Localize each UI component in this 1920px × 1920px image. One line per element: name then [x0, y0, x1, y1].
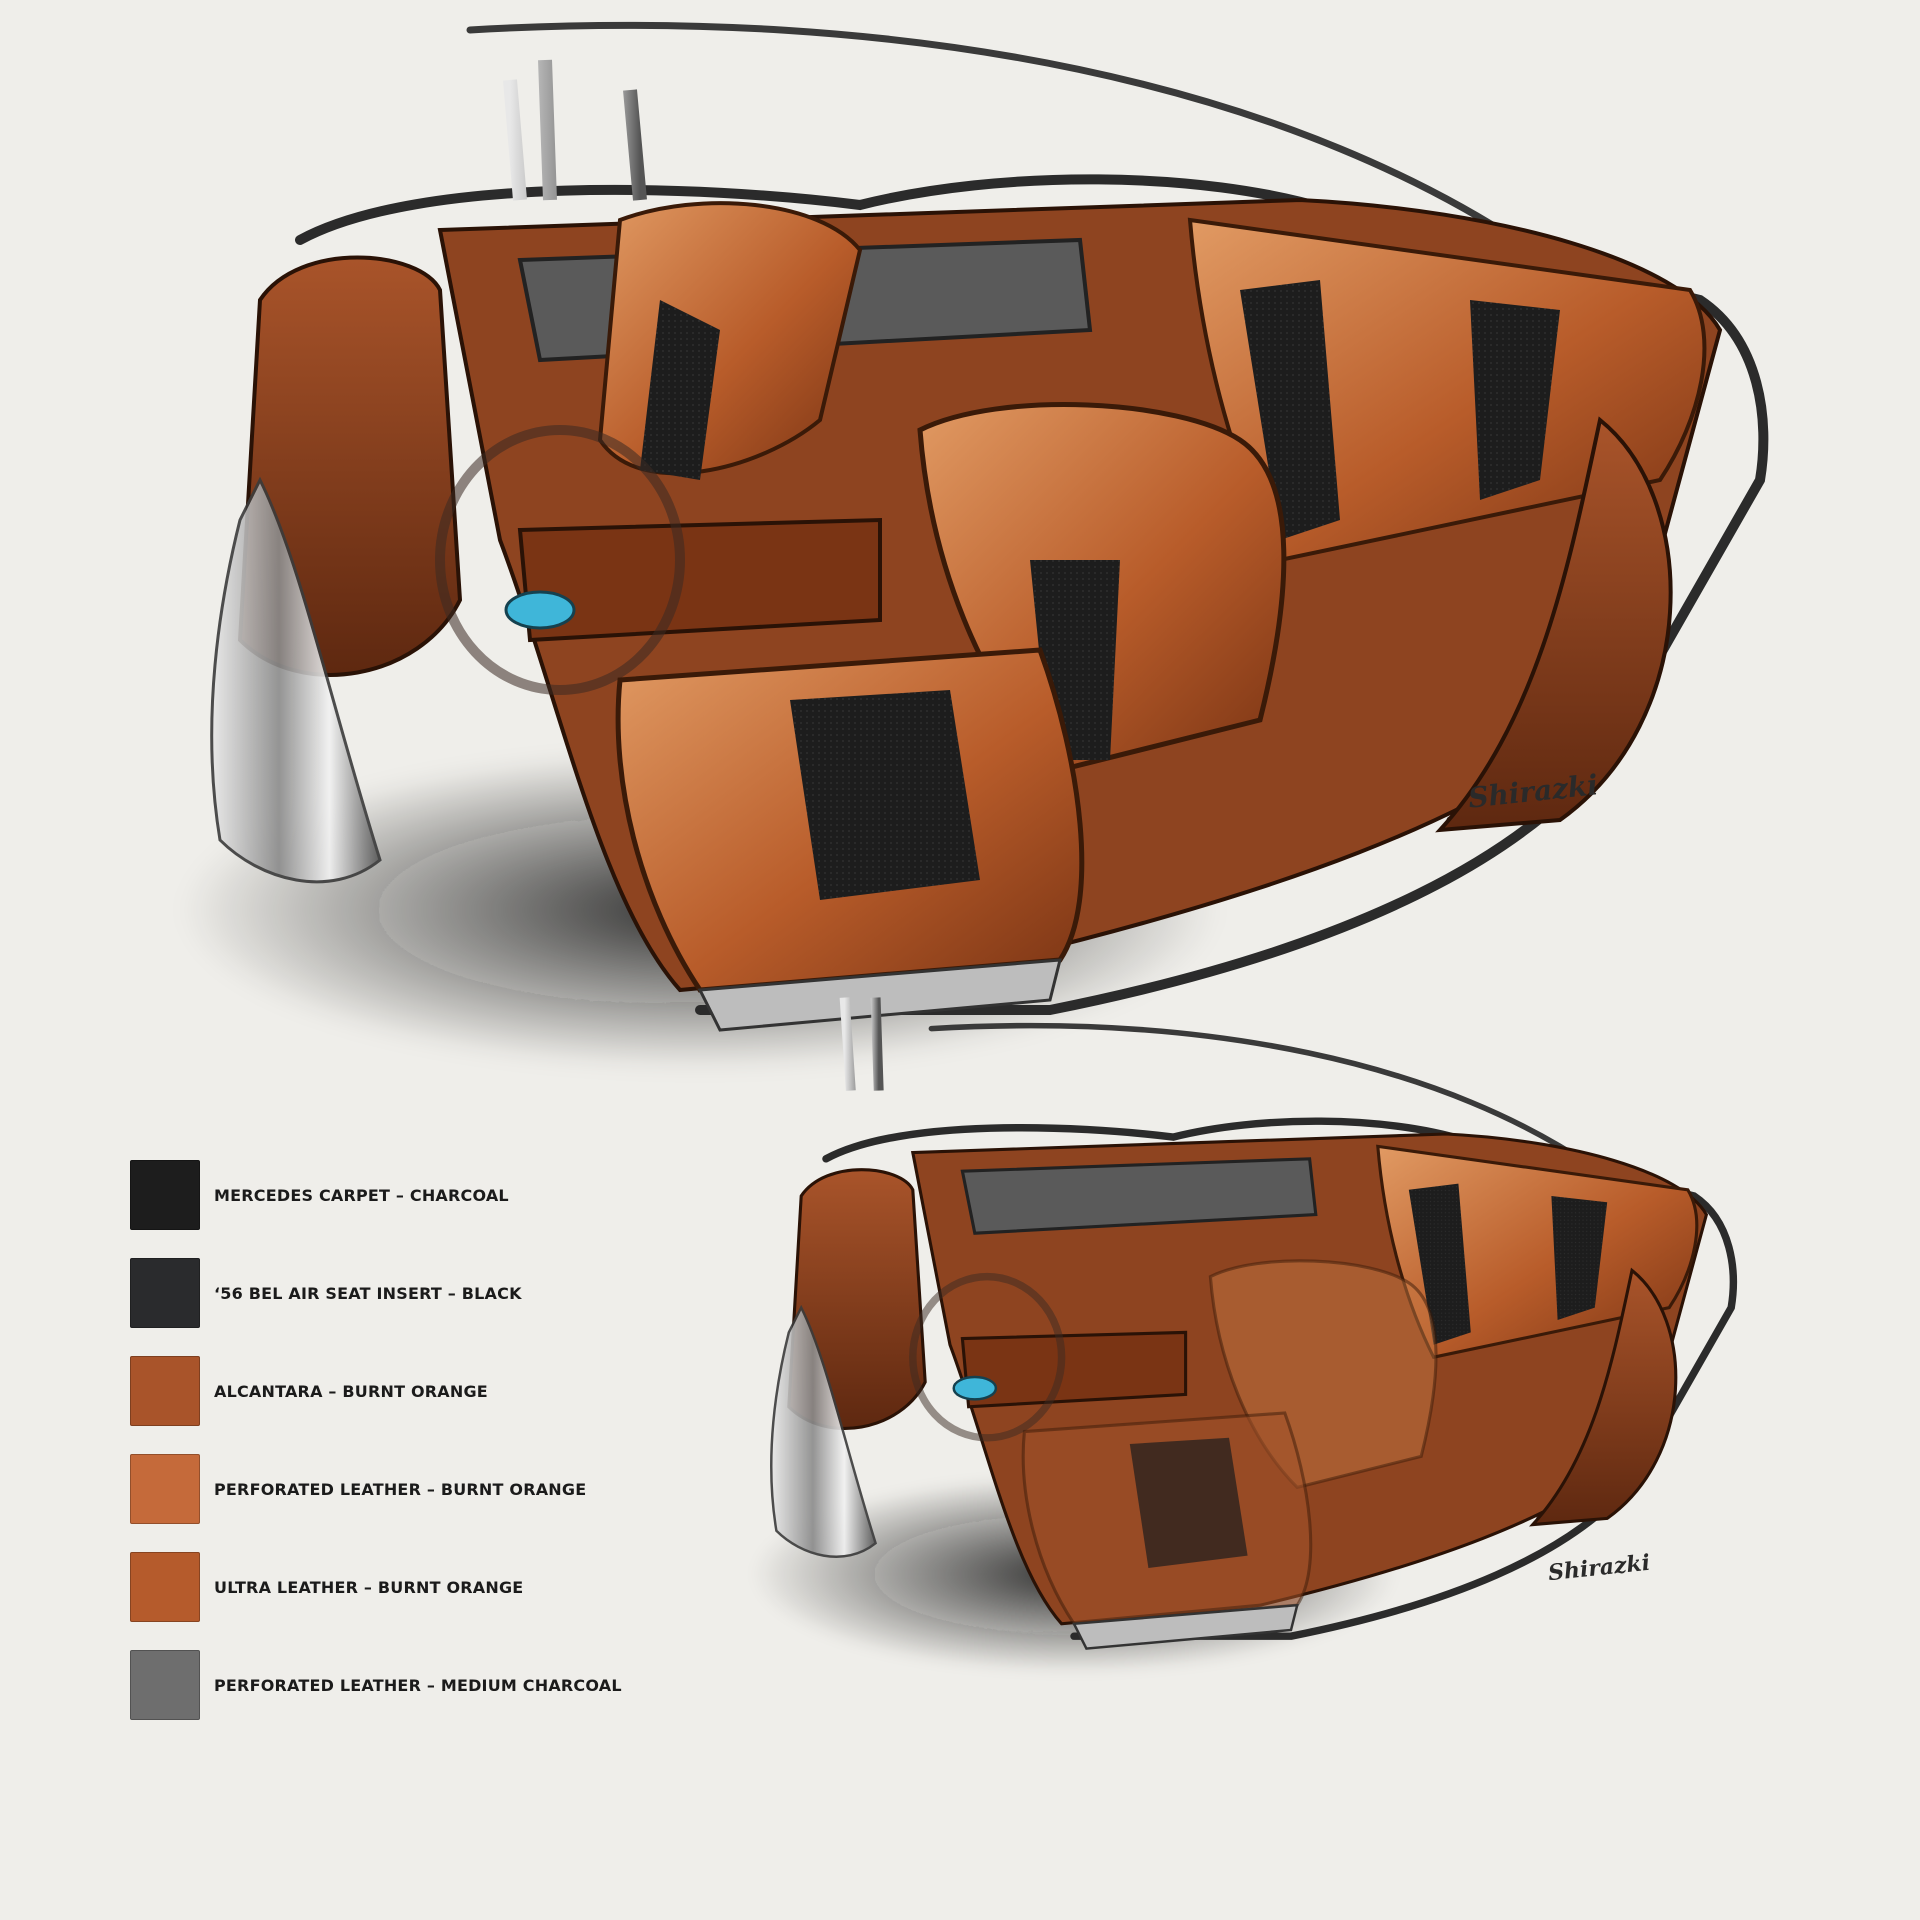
center-console-lower [960, 1330, 1188, 1409]
material-swatch [130, 1356, 200, 1426]
legend-item: Mercedes Carpet – Charcoal [130, 1160, 590, 1230]
material-swatch [130, 1552, 200, 1622]
legend-item: Alcantara – Burnt Orange [130, 1356, 590, 1426]
dashboard-lower [960, 1157, 1318, 1235]
cupholder [504, 590, 576, 630]
material-swatch [130, 1160, 200, 1230]
material-label: Alcantara – Burnt Orange [214, 1381, 488, 1401]
door-sill-lower [1072, 1603, 1299, 1650]
legend-item: Perforated Leather – Medium Charcoal [130, 1650, 622, 1720]
door-chrome-edge [210, 476, 382, 884]
cupholder-lower [952, 1375, 998, 1401]
rear-side-panel [1435, 416, 1673, 833]
material-swatch [130, 1454, 200, 1524]
front-seat-far-insert [640, 300, 720, 480]
steering-wheel-lower [909, 1272, 1066, 1442]
material-swatch [130, 1650, 200, 1720]
material-label: Perforated Leather – Medium Charcoal [214, 1675, 622, 1695]
rear-bench-insert [1240, 280, 1560, 540]
steering-wheel [435, 425, 685, 695]
a-pillar [503, 59, 647, 201]
driver-cushion-insert-ghost [1129, 1437, 1248, 1568]
lower-interior-sketch [751, 997, 1737, 1674]
a-pillar-lower [839, 997, 884, 1091]
material-label: Perforated Leather – Burnt Orange [214, 1479, 587, 1499]
driver-cushion-insert [790, 690, 980, 900]
upper-interior-sketch [180, 21, 1769, 1070]
material-label: Ultra Leather – Burnt Orange [214, 1577, 524, 1597]
legend-item: Ultra Leather – Burnt Orange [130, 1552, 590, 1622]
door-sill [697, 958, 1062, 1032]
rear-side-panel-lower [1529, 1267, 1678, 1527]
material-swatch [130, 1258, 200, 1328]
center-console [517, 517, 882, 643]
door-chrome-edge-lower [770, 1304, 878, 1558]
legend-item: Perforated Leather – Burnt Orange [130, 1454, 590, 1524]
material-label: ‘56 Bel Air Seat Insert – Black [214, 1283, 522, 1303]
rear-bench-insert-lower [1408, 1183, 1608, 1345]
material-label: Mercedes Carpet – Charcoal [214, 1185, 509, 1205]
legend-item: ‘56 Bel Air Seat Insert – Black [130, 1258, 590, 1328]
